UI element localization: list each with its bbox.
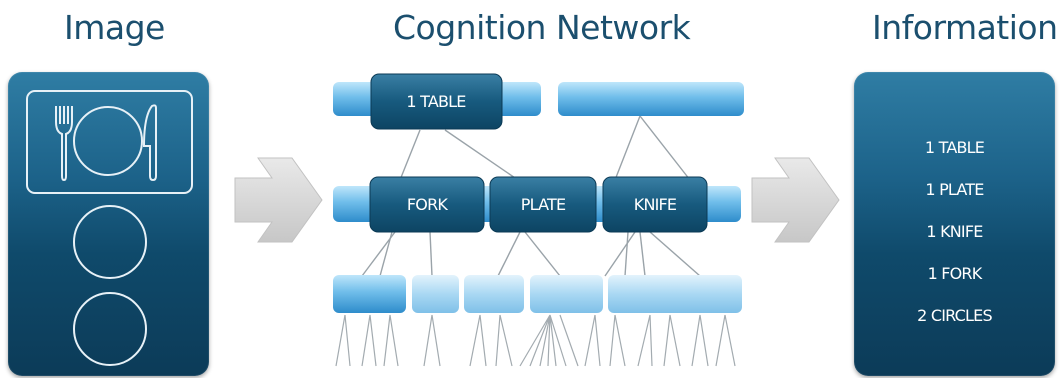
cognition-network-heading: Cognition Network [393,8,691,47]
network-bar-bottom-4 [530,275,603,313]
node-table [370,73,503,130]
information-item: 1 PLATE [925,180,984,199]
network-connections [361,115,701,277]
information-item: 1 FORK [927,264,983,283]
circle-shape-1 [73,205,147,279]
node-fork [369,176,485,233]
network-bar-bottom-3 [464,275,524,313]
right-arrow-icon [234,157,323,243]
information-heading: Information [872,8,1058,47]
information-item: 1 KNIFE [926,222,983,241]
network-leaf-lines [335,314,736,367]
node-table-label: 1 TABLE [406,92,466,111]
network-bar-bottom-1 [333,275,406,313]
information-item: 2 CIRCLES [917,306,992,325]
information-item: 1 TABLE [924,138,985,157]
node-plate [489,176,597,233]
image-heading: Image [64,8,165,47]
information-panel [854,72,1055,376]
circle-shape-2 [73,292,147,366]
node-knife-label: KNIFE [634,195,677,214]
node-fork-label: FORK [407,195,449,214]
right-arrow-icon [751,157,840,243]
network-bar-bottom-5 [608,275,742,313]
network-bar-top-right [558,82,744,116]
network-bar-bottom-2 [412,275,459,313]
information-list: 1 TABLE 1 PLATE 1 KNIFE 1 FORK 2 CIRCLES [854,127,1055,337]
node-knife [602,176,708,233]
table-setting-frame [26,90,193,194]
node-plate-label: PLATE [521,195,566,214]
